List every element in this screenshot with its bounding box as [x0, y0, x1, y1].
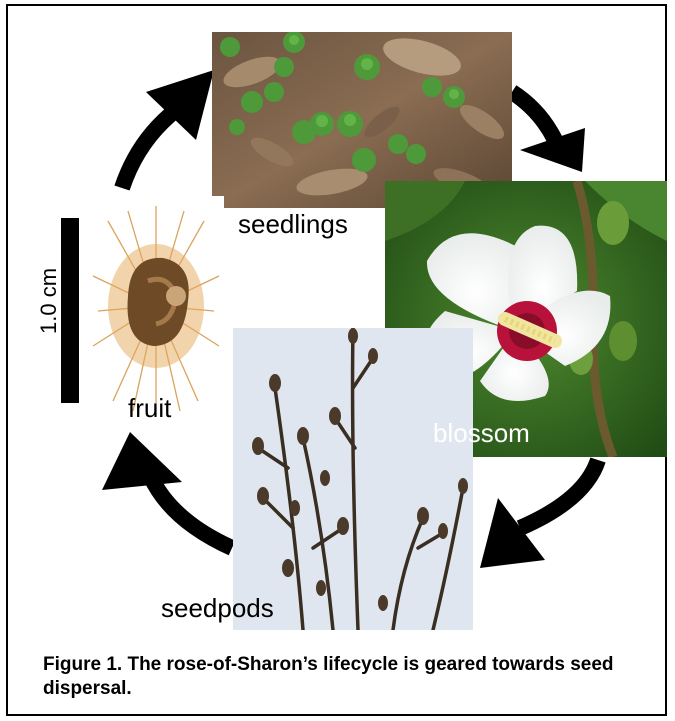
- arrow-seedpods-to-fruit: [150, 475, 232, 548]
- arrow-blossom-to-seedpods: [520, 460, 598, 528]
- scale-bar: [61, 218, 79, 403]
- seedpods-photo: [233, 328, 473, 630]
- stage-label-seedlings: seedlings: [238, 209, 348, 240]
- arrowhead-blossom-to-seedpods: [480, 498, 545, 568]
- arrow-fruit-to-seedlings: [122, 110, 176, 188]
- arrowhead-seedpods-to-fruit: [102, 432, 182, 490]
- figure-caption: Figure 1. The rose-of-Sharon’s lifecycle…: [43, 653, 643, 701]
- stage-label-seedpods: seedpods: [161, 593, 274, 624]
- arrow-seedlings-to-blossom: [512, 92, 555, 140]
- stage-label-fruit: fruit: [128, 393, 171, 424]
- stage-label-blossom: blossom: [433, 418, 530, 449]
- scale-label: 1.0 cm: [36, 284, 62, 334]
- fruit-photo: [88, 196, 224, 422]
